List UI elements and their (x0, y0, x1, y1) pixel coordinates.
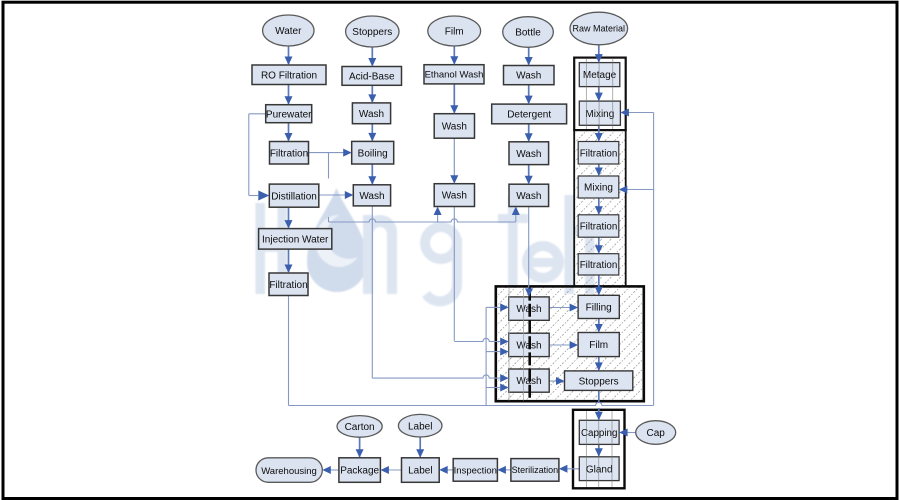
svg-text:Film: Film (589, 340, 608, 351)
svg-text:Capping: Capping (581, 428, 618, 439)
svg-text:Distillation: Distillation (271, 191, 317, 202)
svg-text:Filtration: Filtration (269, 280, 307, 291)
svg-text:Wash: Wash (516, 191, 541, 202)
svg-text:Filtration: Filtration (580, 222, 618, 233)
svg-text:Boiling: Boiling (358, 148, 388, 159)
svg-text:Filtration: Filtration (580, 260, 618, 271)
svg-text:Wash: Wash (442, 122, 467, 133)
svg-text:Wash: Wash (516, 376, 541, 387)
svg-text:Injection Water: Injection Water (262, 234, 329, 245)
svg-text:Wash: Wash (442, 191, 467, 202)
svg-text:Wash: Wash (359, 109, 384, 120)
svg-text:Cap: Cap (647, 428, 666, 439)
svg-text:Package: Package (340, 466, 379, 477)
svg-text:Filtration: Filtration (580, 148, 618, 159)
svg-text:Stoppers: Stoppers (579, 376, 619, 387)
svg-text:Label: Label (408, 466, 432, 477)
svg-text:Ethanol Wash: Ethanol Wash (425, 70, 484, 81)
svg-text:Raw Material: Raw Material (573, 24, 626, 34)
svg-text:Bottle: Bottle (515, 28, 541, 39)
svg-text:Water: Water (275, 26, 302, 37)
svg-text:Carton: Carton (345, 422, 375, 433)
svg-text:Mixing: Mixing (584, 183, 613, 194)
svg-text:Wash: Wash (516, 149, 541, 160)
svg-text:Acid-Base: Acid-Base (349, 72, 395, 83)
svg-text:Inspection: Inspection (454, 465, 497, 476)
svg-text:Warehousing: Warehousing (261, 466, 317, 477)
svg-text:Detergent: Detergent (507, 110, 551, 121)
svg-text:Filtration: Filtration (270, 148, 308, 159)
svg-text:Gland: Gland (586, 464, 613, 475)
svg-text:Filling: Filling (586, 303, 612, 314)
svg-text:Wash: Wash (516, 71, 541, 82)
svg-text:Purewater: Purewater (266, 109, 312, 120)
svg-text:Film: Film (445, 27, 464, 38)
svg-text:Metage: Metage (583, 70, 617, 81)
svg-text:RO Filtration: RO Filtration (261, 70, 317, 81)
svg-text:Wash: Wash (359, 191, 384, 202)
svg-text:Label: Label (408, 421, 432, 432)
svg-text:Sterilization: Sterilization (512, 465, 559, 475)
svg-text:Mixing: Mixing (585, 109, 614, 120)
svg-text:Stoppers: Stoppers (352, 27, 392, 38)
